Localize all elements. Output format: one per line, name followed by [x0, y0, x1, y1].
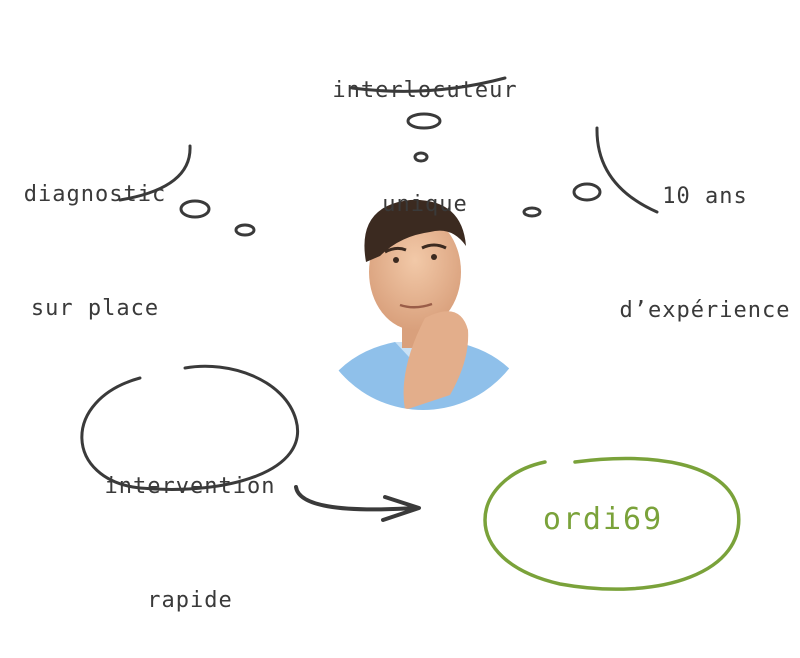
- label-line: interlocuteur: [332, 78, 518, 103]
- label-line: 10 ans: [662, 184, 748, 209]
- brand-ellipse: [483, 456, 741, 591]
- label-line: rapide: [147, 588, 233, 613]
- sketch-canvas: [80, 76, 741, 591]
- thought-bubble-small: [413, 151, 429, 163]
- loop-stroke: [80, 364, 300, 491]
- label-line: diagnostic: [23, 182, 167, 207]
- label-10-ans-experience: 10 ans d’expérience: [615, 102, 795, 368]
- brand-name: ordi69: [542, 502, 664, 537]
- portrait-photo: [313, 190, 533, 410]
- label-line: sur place: [30, 296, 160, 321]
- thought-bubble-left-large: [179, 199, 211, 219]
- thought-bubble-left-small: [234, 223, 256, 237]
- label-line: intervention: [104, 474, 276, 499]
- arc-stroke-right: [595, 126, 659, 214]
- arrow-shaft: [294, 485, 417, 512]
- label-line: unique: [382, 192, 468, 217]
- label-interlocuteur-unique: interlocuteur unique: [330, 0, 520, 262]
- arrow-head: [381, 495, 421, 522]
- arc-stroke-left: [118, 144, 192, 202]
- label-intervention-rapide: intervention rapide: [100, 392, 280, 658]
- underline-stroke: [350, 76, 507, 93]
- label-diagnostic-sur-place: diagnostic sur place: [15, 100, 175, 366]
- thought-bubble-right-large: [572, 182, 602, 202]
- thought-bubble-right-small: [522, 206, 542, 218]
- thought-bubble-large: [406, 112, 442, 130]
- label-line: d’expérience: [619, 298, 791, 323]
